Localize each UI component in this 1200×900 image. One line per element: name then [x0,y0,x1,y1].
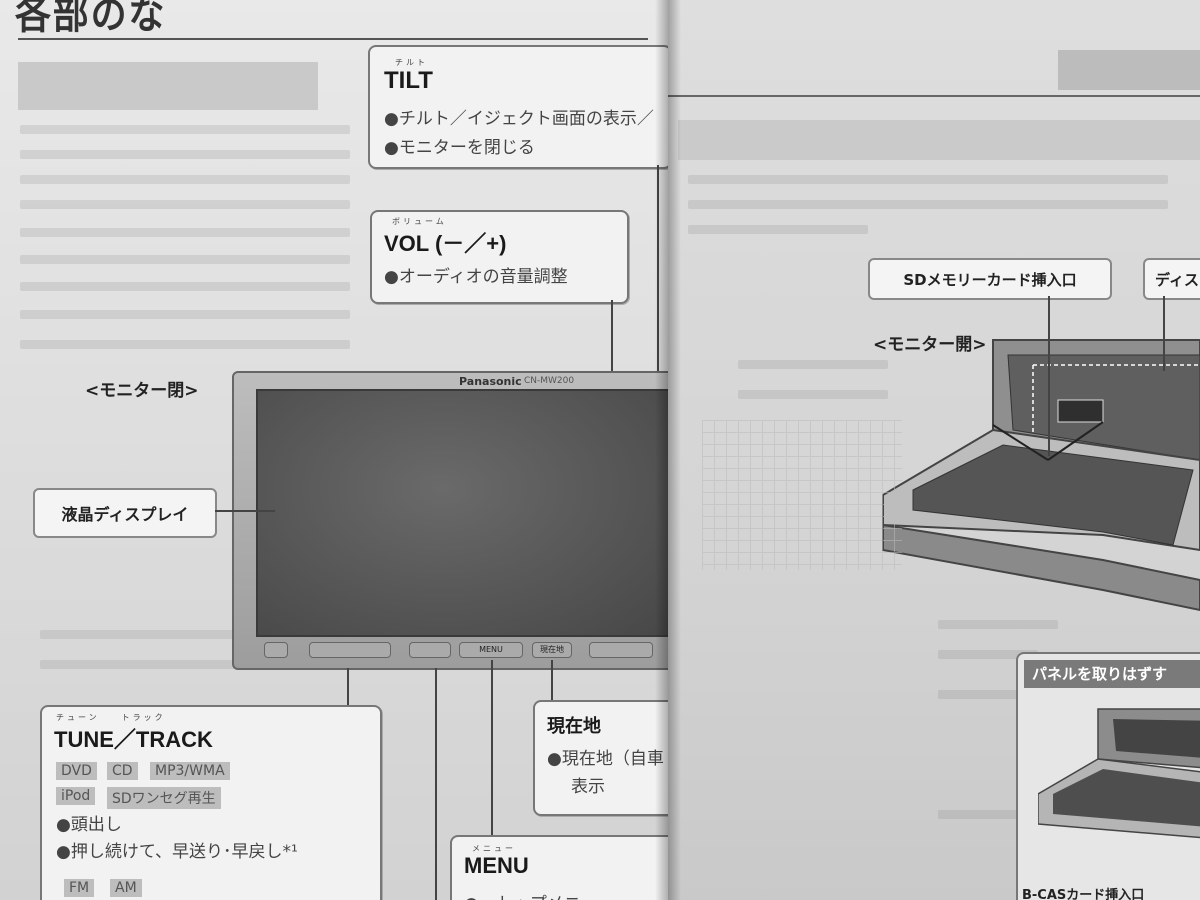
ghost-text [20,228,350,237]
monitor-open-label: <モニター開> [873,335,987,355]
genzaichi-line-2: 表示 [571,777,605,797]
lcd-leader-line [215,510,275,512]
menu-hw-button: MENU [459,642,523,658]
grid-area [702,420,902,570]
ghost-text [688,225,868,234]
header-rule-right [668,95,1200,97]
tag-ipod: iPod [56,787,96,805]
sd-slot-label: SDメモリーカード挿入口 [868,258,1112,300]
menu-ruby: メニュー [472,844,516,853]
tag-am: AM [110,879,142,897]
ghost-text [688,175,1168,184]
header-rule [18,38,648,40]
ghost-text [20,125,350,134]
panel-removal-heading: パネルを取りはずす [1024,660,1200,688]
left-page: 各部のな チルト TILT ●チルト／イジェクト画面の表示／ ●モニターを閉じる… [0,0,668,900]
ghost-text [20,200,350,209]
menu-callout: メニュー MENU ●…トップメニュー [450,835,668,900]
monitor-closed-label: <モニター閉> [85,381,199,401]
vol-hw-button [589,642,653,658]
open-monitor-illustration [882,339,1200,612]
sd-leader-line [1048,296,1050,456]
tilt-line-1: ●チルト／イジェクト画面の表示／ [384,109,654,129]
genzaichi-title: 現在地 [547,716,601,736]
tune-leader-line [347,668,349,710]
genzaichi-leader-line [551,660,553,705]
tune-title: TUNE／TRACK [54,727,213,752]
panel-removal-box: パネルを取りはずす B-CASカード挿入口 [1016,652,1200,900]
monitor-button [409,642,451,658]
vol-line-1: ●オーディオの音量調整 [384,267,568,287]
ghost-text [938,650,1038,659]
book-gutter [655,0,681,900]
tune-ruby: チューン トラック [56,713,166,722]
tune-track-callout: チューン トラック TUNE／TRACK DVD CD MP3/WMA iPod… [40,705,382,900]
ghost-text [40,630,340,639]
genzaichi-line-1: ●現在地（自車 [547,749,664,769]
ghost-text [738,390,888,399]
lcd-screen [256,389,668,637]
ghost-text [938,690,1028,699]
page-header-title: 各部のな [15,0,167,38]
model-number: CN-MW200 [524,376,575,386]
ghost-text [738,360,888,369]
panel-removed-illustration [1038,708,1200,839]
ghost-text [938,620,1058,629]
vol-ruby: ボリューム [392,217,447,226]
tune-line-1: ●頭出し [56,815,122,835]
ghost-text [938,810,1028,819]
header-band-right [1058,50,1200,90]
tag-dvd: DVD [56,762,97,780]
ghost-text [688,200,1168,209]
ghost-text [40,660,340,669]
disc-slot-label: ディス [1143,258,1200,300]
genzaichi-callout: 現在地 ●現在地（自車 表示 [533,700,668,816]
ghost-text [20,175,350,184]
disc-leader-line [1163,296,1165,371]
menu-line-1: ●…トップメニュー [464,889,615,900]
tilt-ruby: チルト [395,58,428,67]
bcas-slot-label: B-CASカード挿入口 [1022,888,1145,900]
vol-title: VOL (－／+) [384,231,507,256]
lcd-display-label: 液晶ディスプレイ [33,488,217,538]
button-leader-line [435,668,437,900]
ghost-band [678,120,1200,160]
genzaichi-hw-button: 現在地 [532,642,572,658]
tag-sd-oneseg: SDワンセグ再生 [107,787,221,809]
vol-callout: ボリューム VOL (－／+) ●オーディオの音量調整 [370,210,629,304]
ghost-text [20,340,350,349]
ghost-text [20,150,350,159]
tilt-title: TILT [384,67,433,94]
menu-leader-line [491,660,493,835]
tune-line-2: ●押し続けて、早送り･早戻し*¹ [56,842,298,862]
tilt-line-2: ●モニターを閉じる [384,138,535,158]
tag-cd: CD [107,762,138,780]
ghost-text [20,282,350,291]
monitor-illustration: Panasonic CN-MW200 MENU 現在地 [232,371,668,670]
ghost-band [18,62,318,110]
monitor-button [264,642,288,658]
tag-mp3wma: MP3/WMA [150,762,230,780]
tilt-callout: チルト TILT ●チルト／イジェクト画面の表示／ ●モニターを閉じる [368,45,668,169]
brand-logo: Panasonic [459,375,522,388]
menu-title: MENU [464,853,529,878]
ghost-text [20,310,350,319]
ghost-text [20,255,350,264]
tag-fm: FM [64,879,95,897]
tune-track-button [309,642,391,658]
